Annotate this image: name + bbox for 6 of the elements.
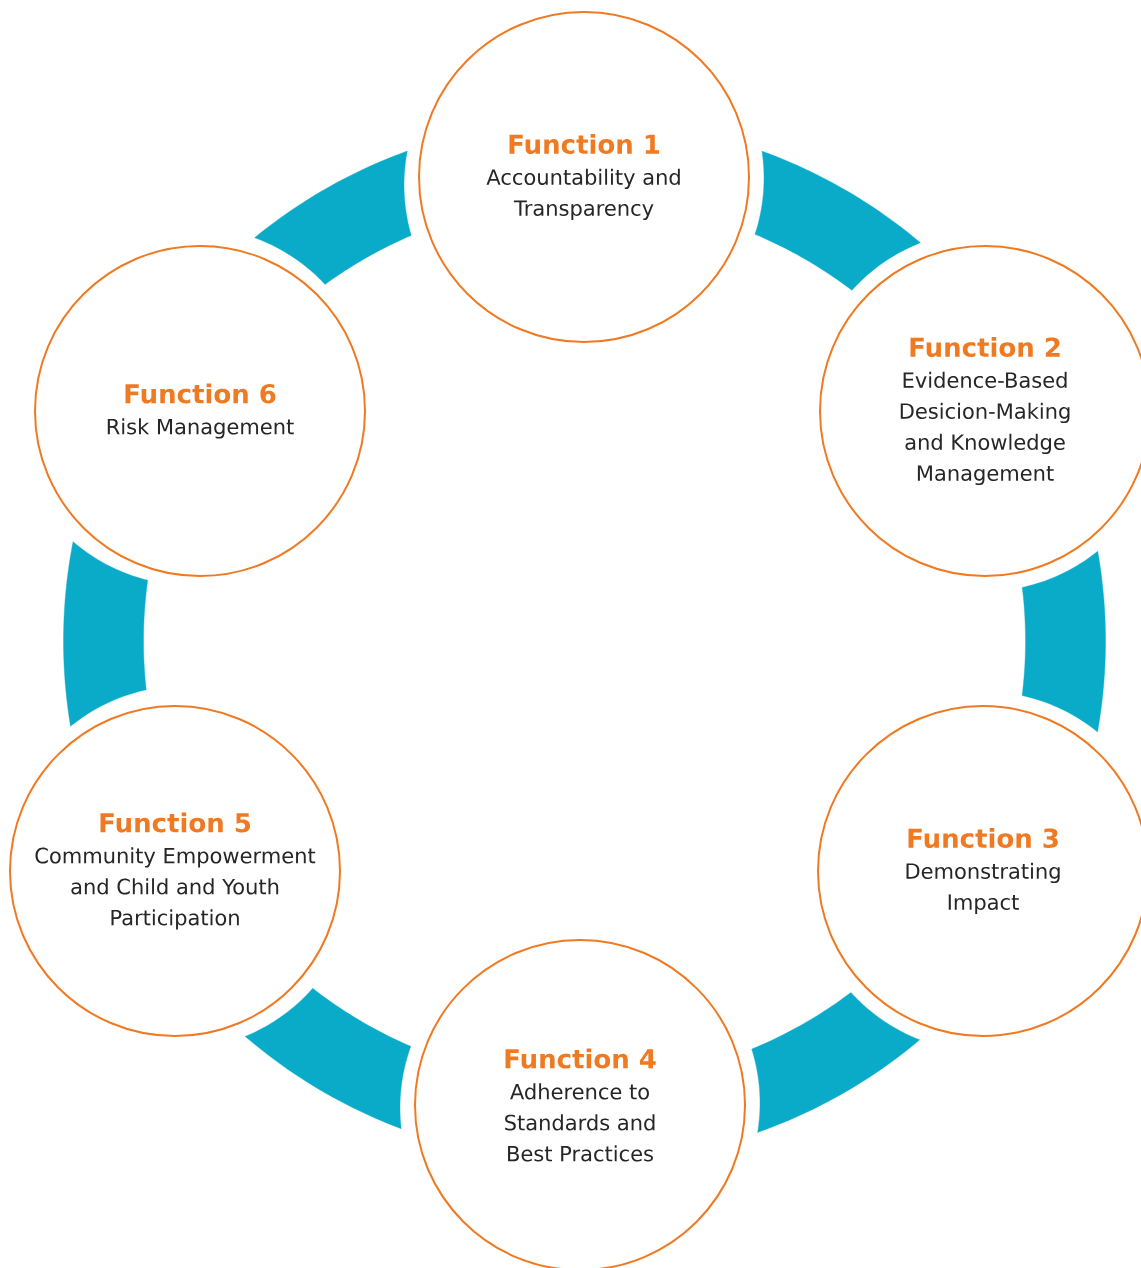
- connector-band: [245, 988, 411, 1129]
- connector-band: [751, 992, 920, 1133]
- connector-band: [754, 150, 921, 291]
- connector-band: [63, 541, 148, 727]
- connector-band: [1021, 551, 1106, 733]
- connector-band: [254, 150, 412, 285]
